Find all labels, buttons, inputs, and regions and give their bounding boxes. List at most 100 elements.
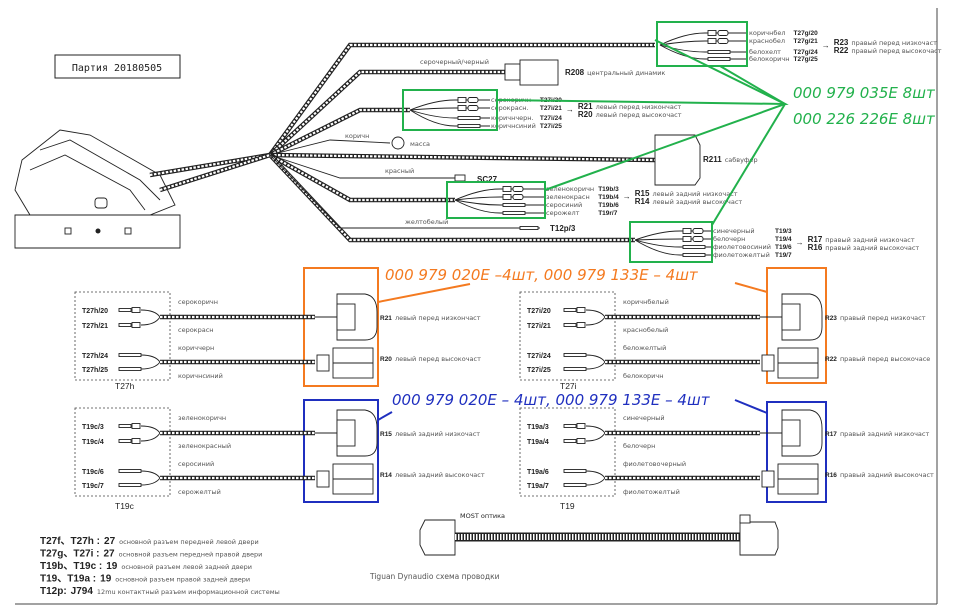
pin-label: T19b/3: [598, 186, 619, 193]
wire: [409, 109, 490, 127]
high-freq-connector: [316, 470, 330, 488]
diagram-caption: Tiguan Dynaudio схема проводки: [369, 572, 500, 581]
speaker-id: R14: [380, 472, 392, 479]
wire-split: [585, 470, 606, 486]
pin-terminal: [457, 116, 481, 120]
pin-terminal: [502, 211, 526, 215]
pin-terminal: [682, 245, 706, 249]
speaker-id: R22: [834, 46, 849, 55]
door-panels: T27h/20T27h/21T27h/24T27h/25серокоричнсе…: [74, 291, 934, 511]
pin-label: T19c/4: [82, 439, 104, 446]
pin-label: T19a/4: [527, 439, 549, 446]
twisted-wire: [269, 154, 455, 202]
legend-desc: основной разъем левой задней двери: [121, 563, 252, 571]
pin-terminal: [563, 469, 587, 473]
batch-box: [54, 54, 181, 79]
wire: [659, 44, 748, 53]
twisted-wire: [268, 153, 455, 203]
speaker-id: R16: [825, 472, 837, 479]
speaker-id: R22: [825, 356, 837, 363]
wire-color-label: синечерный: [623, 414, 665, 422]
pin-label: T27g/20: [793, 30, 818, 37]
pin-terminal: [118, 439, 132, 443]
wire-color-label: коричнсиний: [178, 372, 223, 380]
speaker-id: R17: [808, 235, 823, 244]
wire-color-label: фиолетожелтый: [623, 488, 680, 496]
low-freq-connector: [781, 419, 801, 447]
pin-terminal: [707, 30, 717, 36]
low-freq-connector: [781, 303, 801, 331]
panel-box: [74, 291, 171, 381]
panel-name: T27h: [115, 381, 135, 391]
wire: [634, 230, 712, 241]
pin-label: T19/7: [775, 252, 792, 259]
legend-codes: T12p:: [40, 586, 67, 597]
pin-terminal: [563, 439, 577, 443]
wire-color-label: фиолетожелтый: [713, 251, 770, 259]
sc27-wire: [269, 154, 455, 179]
pin-label: T19/3: [775, 228, 792, 235]
pin-terminal: [512, 186, 524, 192]
pin-terminal: [118, 424, 132, 428]
pin-terminal: [576, 438, 586, 444]
wire: [409, 99, 490, 111]
wire-color-label: серокоричн: [178, 298, 218, 306]
pin-label: T19c/3: [82, 424, 104, 431]
ground-wire: [269, 139, 391, 156]
twisted-wire: [159, 153, 271, 192]
sc27-label: SC27: [477, 175, 498, 184]
pin-terminal: [457, 105, 467, 111]
low-freq-connector: [336, 419, 356, 447]
pin-label: T27h/24: [82, 353, 108, 360]
panel-T27h: T27h/20T27h/21T27h/24T27h/25серокоричнсе…: [74, 291, 481, 391]
wire-color-label: серосиний: [178, 460, 214, 468]
speaker-desc: левый перед низкончаст: [395, 314, 481, 322]
wire-split: [140, 354, 161, 370]
pin-label: T12p/3: [550, 224, 576, 233]
pin-label: T27h/20: [82, 308, 108, 315]
pin-label: T27g/25: [793, 56, 818, 63]
speaker-desc: левый перед высокочаст: [596, 111, 682, 119]
wire-color-label: коричнбел: [749, 29, 786, 37]
speaker-desc: центральный динамик: [587, 69, 665, 77]
twisted-wire: [269, 43, 655, 156]
wire-color-label: белокоричн: [623, 372, 663, 380]
pin-label: T19b/6: [598, 202, 619, 209]
speaker-desc: правый перед высокочаст: [851, 47, 941, 55]
speaker-id: R21: [380, 315, 392, 322]
wire-color-label: серочерный/черный: [420, 58, 489, 66]
pin-terminal: [131, 322, 141, 328]
speaker-desc: левый задний высокочаст: [395, 471, 485, 479]
harness-group-rear_right: синечерныйбелочернфиолетовосинийфиолетож…: [634, 227, 919, 259]
wire-color-label: краснобел: [749, 37, 785, 45]
wire-color-label: синечерный: [713, 227, 755, 235]
high-freq-connector: [316, 354, 330, 372]
pin-terminal: [682, 228, 692, 234]
wire-split: [585, 309, 606, 326]
wire: [454, 188, 545, 201]
most-optic-cable: [419, 514, 779, 556]
sc27-connector: [454, 174, 466, 182]
wire-color-label: серокрасн: [178, 326, 214, 334]
pin-terminal: [118, 469, 142, 473]
panel-T19c: T19c/3T19c/4T19c/6T19c/7зеленокоричнзеле…: [74, 407, 485, 511]
legend-codes: T19、T19a :: [40, 574, 96, 585]
blue-highlights: [303, 399, 827, 503]
wire: [659, 32, 748, 46]
speaker-id: R14: [635, 197, 650, 206]
panel-box: [519, 407, 616, 497]
wire-color-label: зеленокрасн: [546, 193, 590, 201]
speaker-id: R208: [565, 68, 585, 77]
legend-count: 27: [104, 536, 116, 547]
pin-terminal: [118, 308, 132, 312]
twisted-wire: [268, 107, 410, 158]
wire-color-label: коричнсиний: [491, 122, 536, 130]
green-part-number: 000 226 226E 8шт: [793, 110, 936, 128]
panel-box: [74, 407, 171, 497]
speaker-desc: левый задний низкочаст: [395, 430, 480, 438]
wire-color-label: серосиний: [546, 201, 582, 209]
legend-count: 19: [106, 561, 118, 572]
pin-label: T27g/21: [793, 38, 818, 45]
pin-terminal: [563, 424, 577, 428]
pin-label: T27h/21: [82, 323, 108, 330]
